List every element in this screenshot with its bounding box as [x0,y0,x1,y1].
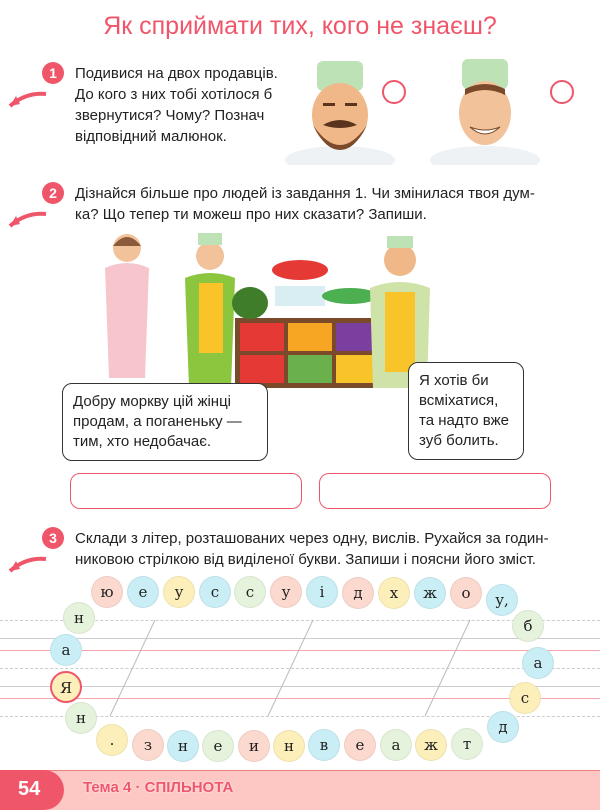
letter-circle: т [451,728,483,760]
letter-circle: і [306,576,338,608]
topic-label: Тема 4 · СПІЛЬНОТА [83,779,234,796]
letter-circle: а [522,647,554,679]
letter-circle: з [132,729,164,761]
letter-circle: х [378,577,410,609]
answer-circle-2[interactable] [550,80,574,104]
speech-bubble-left: Добру моркву цій жінці продам, а поганен… [62,383,268,461]
bubble-line: тим, хто недобачає. [73,433,212,450]
letter-circle: ж [415,729,447,761]
letter-circle: у [270,576,302,608]
task-3-text: Склади з літер, розташованих через одну,… [75,528,590,570]
answer-circle-1[interactable] [382,80,406,104]
bubble-line: та надто вже [419,412,509,429]
letter-circle: в [308,729,340,761]
bubble-line: Добру моркву цій жінці [73,393,232,410]
page-title: Як сприймати тих, кого не знаєш? [103,12,497,40]
answer-field-left[interactable] [70,473,302,509]
market-scene-image [105,233,430,388]
letter-circle: . [96,724,128,756]
task-number: 2 [42,182,64,204]
task-number: 1 [42,62,64,84]
letter-circle: у, [486,584,518,616]
letter-circle: и [238,730,270,762]
letter-circle: д [487,711,519,743]
speech-bubble-right: Я хотів би всміхатися, та надто вже зуб … [408,362,524,460]
task-number: 3 [42,527,64,549]
letter-circle: н [65,702,97,734]
text-line: никовою стрілкою від виділеної букви. За… [75,551,536,568]
text-line: Дізнайся більше про людей із завдання 1.… [75,185,535,202]
text-line: Подивися на двох продавців. [75,65,278,82]
guide-line [0,716,600,717]
task-1-text: Подивися на двох продавців. До кого з ни… [75,63,278,147]
guide-line [0,620,600,621]
letter-circle: с [199,576,231,608]
guide-line [0,668,600,669]
page-number: 54 [0,770,64,810]
footer-bar [0,770,600,810]
bubble-line: зуб болить. [419,432,499,449]
letter-circle: е [344,729,376,761]
guide-line [0,686,600,687]
letter-circle: у [163,576,195,608]
letter-circle: н [63,602,95,634]
text-line: Склади з літер, розташованих через одну,… [75,530,549,547]
letter-circle: о [450,577,482,609]
letter-circle: а [50,634,82,666]
bubble-line: всміхатися, [419,392,499,409]
letter-circle: б [512,610,544,642]
slant-lines [109,619,471,717]
text-line: До кого з них тобі хотілося б [75,86,273,103]
letter-circle: с [234,576,266,608]
letter-circle: ю [91,576,123,608]
task-2-text: Дізнайся більше про людей із завдання 1.… [75,183,590,225]
answer-field-right[interactable] [319,473,551,509]
letter-circle: н [273,730,305,762]
text-line: звернутися? Чому? Познач [75,107,265,124]
bubble-line: продам, а поганеньку — [73,413,242,430]
guide-line [0,650,600,651]
grumpy-seller-image [285,61,395,165]
guide-line [0,698,600,699]
letter-circle: е [202,730,234,762]
bubble-line: Я хотів би [419,372,489,389]
smiling-seller-image [430,59,540,165]
text-line: ка? Що тепер ти можеш про них сказати? З… [75,206,427,223]
letter-circle: н [167,730,199,762]
pointer-arrow-icon [8,91,47,108]
pointer-arrow-icon [8,556,47,573]
text-line: відповідний малюнок. [75,128,227,145]
letter-circle: с [509,682,541,714]
letter-circle: а [380,729,412,761]
letter-circle: д [342,577,374,609]
letter-circle: е [127,576,159,608]
pointer-arrow-icon [8,211,47,228]
guide-line [0,638,600,639]
letter-circle: ж [414,577,446,609]
letter-circle-start: Я [50,671,82,703]
